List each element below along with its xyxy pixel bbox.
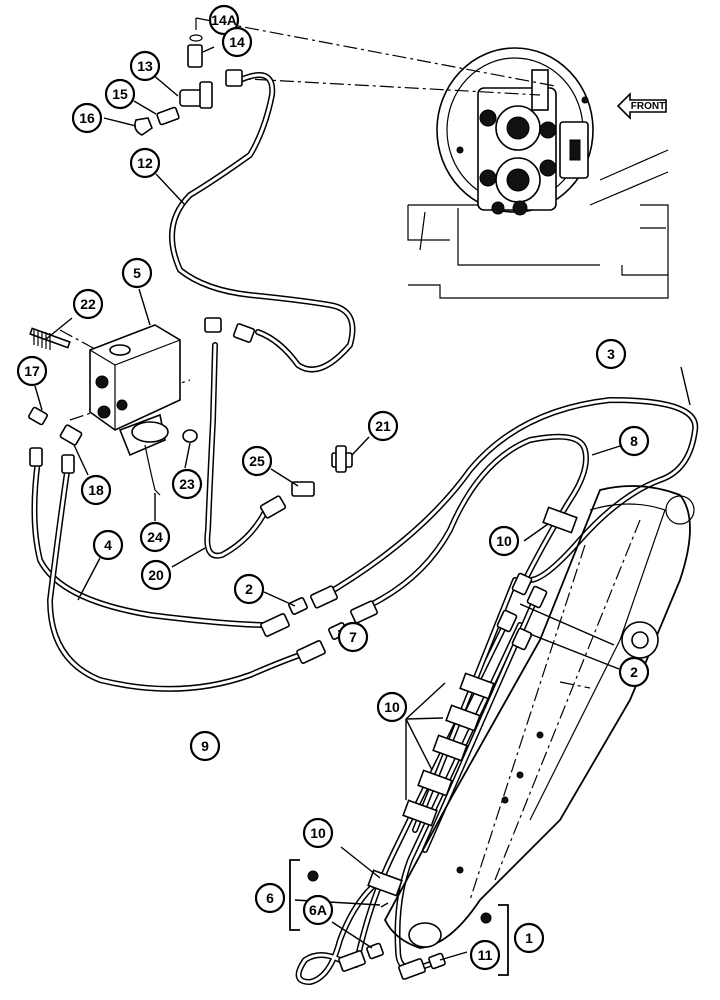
kit-bracket bbox=[498, 904, 509, 976]
callout-16: 16 bbox=[71, 102, 103, 134]
front-label: FRONT bbox=[631, 101, 665, 112]
svg-text:18: 18 bbox=[88, 482, 104, 498]
svg-text:24: 24 bbox=[147, 529, 163, 545]
callout-24: 24 bbox=[139, 521, 171, 553]
svg-text:21: 21 bbox=[375, 418, 391, 434]
callout-12: 12 bbox=[129, 147, 161, 179]
svg-text:22: 22 bbox=[80, 296, 96, 312]
svg-text:20: 20 bbox=[148, 567, 164, 583]
callout-22: 22 bbox=[72, 288, 104, 320]
callout-10: 10 bbox=[376, 691, 408, 723]
callout-13: 13 bbox=[129, 50, 161, 82]
svg-text:16: 16 bbox=[79, 110, 95, 126]
svg-text:14: 14 bbox=[229, 34, 245, 50]
callout-18: 18 bbox=[80, 474, 112, 506]
svg-text:11: 11 bbox=[478, 947, 493, 963]
callout-2: 2 bbox=[233, 573, 265, 605]
reference-line bbox=[59, 329, 131, 369]
callout-10: 10 bbox=[302, 817, 334, 849]
svg-text:4: 4 bbox=[104, 537, 112, 553]
svg-text:25: 25 bbox=[249, 453, 265, 469]
svg-text:3: 3 bbox=[607, 346, 615, 362]
reference-line bbox=[195, 17, 556, 87]
callout-9: 9 bbox=[189, 730, 221, 762]
callout-25: 25 bbox=[241, 445, 273, 477]
callout-21: 21 bbox=[367, 410, 399, 442]
callout-14: 14 bbox=[221, 26, 253, 58]
svg-text:8: 8 bbox=[630, 433, 638, 449]
svg-text:2: 2 bbox=[245, 581, 253, 597]
callout-4: 4 bbox=[92, 529, 124, 561]
callout-15: 15 bbox=[104, 78, 136, 110]
callout-1: 1 bbox=[513, 922, 545, 954]
kit-bracket bbox=[289, 859, 300, 931]
svg-text:5: 5 bbox=[133, 265, 141, 281]
svg-text:15: 15 bbox=[112, 86, 128, 102]
svg-text:6A: 6A bbox=[309, 902, 327, 918]
svg-text:10: 10 bbox=[310, 825, 326, 841]
svg-text:9: 9 bbox=[201, 738, 209, 754]
front-arrow-icon: FRONT bbox=[616, 92, 667, 120]
svg-text:1: 1 bbox=[525, 930, 533, 946]
callout-6: 6 bbox=[254, 882, 286, 914]
leader-lines bbox=[34, 46, 691, 961]
svg-text:14A: 14A bbox=[211, 12, 237, 28]
svg-text:23: 23 bbox=[179, 476, 195, 492]
svg-text:2: 2 bbox=[630, 664, 638, 680]
callout-20: 20 bbox=[140, 559, 172, 591]
reference-line bbox=[229, 77, 541, 96]
hose-clamp bbox=[367, 506, 578, 897]
callout-11: 11 bbox=[469, 939, 501, 971]
callout-8: 8 bbox=[618, 425, 650, 457]
callout-10: 10 bbox=[488, 525, 520, 557]
svg-text:12: 12 bbox=[137, 155, 153, 171]
svg-text:6: 6 bbox=[266, 890, 274, 906]
callout-3: 3 bbox=[595, 338, 627, 370]
svg-text:10: 10 bbox=[384, 699, 400, 715]
callout-23: 23 bbox=[171, 468, 203, 500]
pump-inset: FRONT bbox=[407, 47, 669, 299]
boom-arm bbox=[383, 485, 695, 949]
callout-2: 2 bbox=[618, 656, 650, 688]
callout-7: 7 bbox=[337, 621, 369, 653]
callout-6A: 6A bbox=[302, 894, 334, 926]
callout-14A: 14A bbox=[208, 4, 240, 36]
svg-text:13: 13 bbox=[137, 58, 153, 74]
svg-text:10: 10 bbox=[496, 533, 512, 549]
callout-5: 5 bbox=[121, 257, 153, 289]
callout-17: 17 bbox=[16, 355, 48, 387]
svg-text:17: 17 bbox=[24, 363, 40, 379]
svg-text:7: 7 bbox=[349, 629, 357, 645]
valve-block bbox=[29, 324, 181, 496]
